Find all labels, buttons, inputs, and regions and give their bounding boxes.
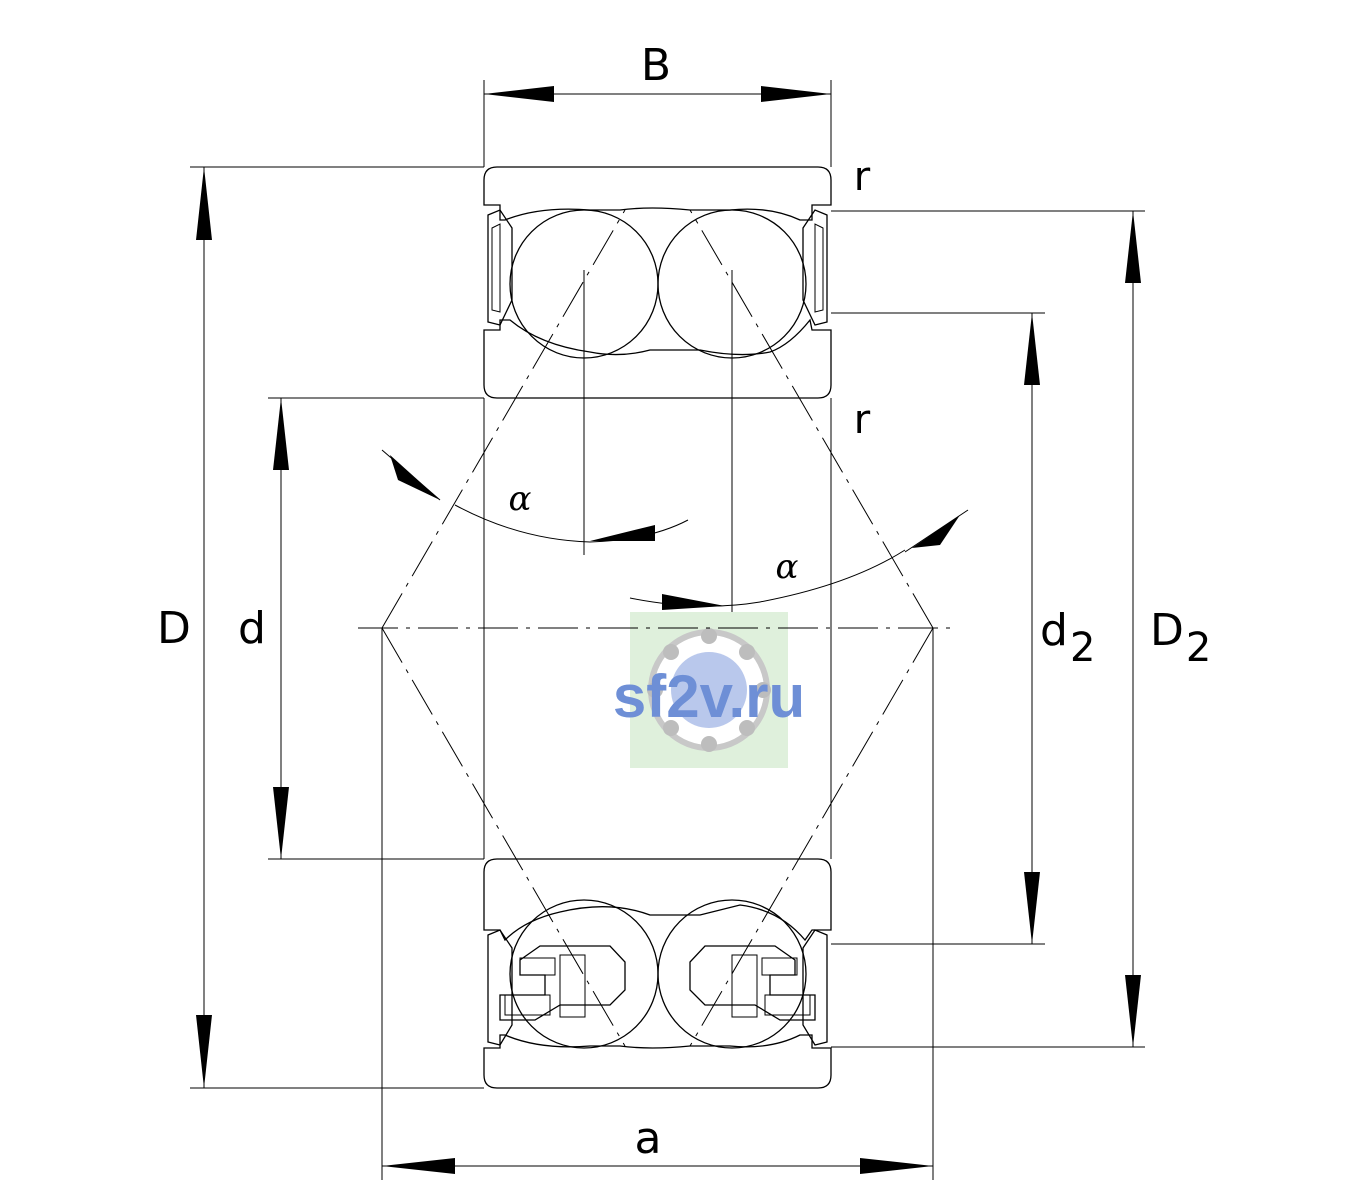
watermark-text: sf2v.ru [613, 663, 805, 730]
label-a: a [635, 1113, 662, 1164]
lower-cage-right [689, 945, 816, 1021]
dimension-D2: D2 [831, 210, 1211, 1048]
lower-cage-left-insert [559, 954, 586, 1018]
center-lines [358, 209, 955, 1180]
label-r-top: r [854, 154, 871, 200]
label-d: d [238, 603, 266, 654]
lower-seal-left [487, 929, 513, 1046]
contact-angle-right: α [629, 509, 969, 610]
label-B: B [641, 40, 671, 91]
upper-inner-ring [483, 318, 832, 399]
lower-ball-left [509, 899, 659, 1049]
upper-seal-left [487, 209, 513, 326]
lower-ball-right [657, 899, 807, 1049]
watermark: sf2v.ru [613, 612, 805, 768]
label-D: D [157, 603, 191, 654]
lower-seal-right [802, 929, 828, 1046]
label-D2: D2 [1150, 605, 1211, 671]
label-r-mid: r [854, 397, 871, 443]
contact-angle-left: α [381, 449, 689, 543]
lower-outer-ring [483, 1034, 832, 1089]
dimension-d: d [238, 397, 484, 860]
lower-bearing-section [483, 858, 832, 1089]
upper-outer-ring [483, 166, 832, 221]
label-alpha-right: α [776, 547, 799, 587]
dimension-D: D [157, 166, 484, 1089]
dimension-d2: d2 [831, 312, 1095, 945]
label-d2: d2 [1040, 605, 1095, 671]
lower-cage-left [499, 945, 626, 1021]
upper-seal-right [802, 209, 828, 326]
label-alpha-left: α [509, 479, 532, 519]
lower-inner-ring [483, 858, 832, 942]
dimension-B: B [484, 40, 831, 102]
lower-cage-right-insert [731, 954, 758, 1018]
dimension-a: a [382, 1113, 933, 1174]
